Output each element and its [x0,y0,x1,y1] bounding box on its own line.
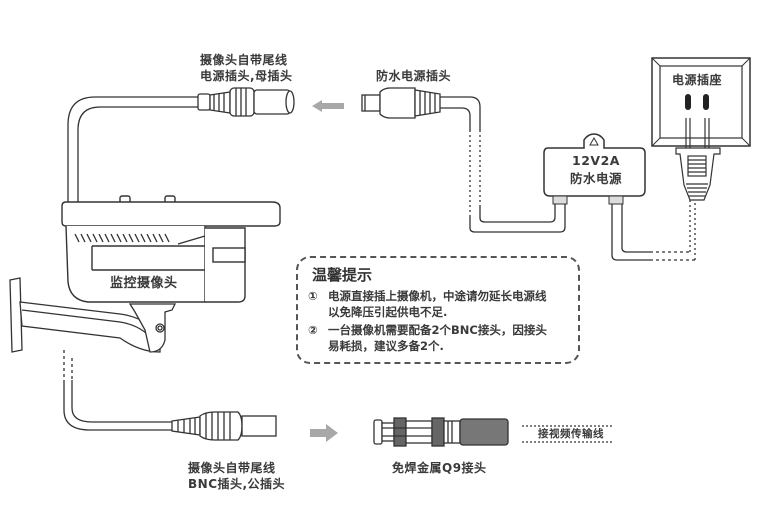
wall-bracket [9,277,177,353]
adapter-input-cable [469,130,566,233]
camera-power-tail-line1: 摄像头自带尾线 [200,53,288,67]
tips-box: 温馨提示 ① 电源直接插上摄像机，中途请勿延长电源线 以免降压引起供电不足. ②… [296,256,580,364]
tips-title: 温馨提示 [312,266,373,284]
camera-power-tail-line2: 电源插头,母插头 [200,69,293,83]
tip-item: ① 电源直接插上摄像机，中途请勿延长电源线 以免降压引起供电不足. [308,288,547,320]
power-socket [651,57,751,147]
arrow-left-icon [312,100,344,112]
tip-item: ② 一台摄像机需要配备2个BNC接头，因接头 易耗损，建议多备2个. [308,322,547,354]
camera-body [61,195,281,303]
video-cable-label: 接视频传输线 [538,428,604,440]
power-adapter [543,133,646,205]
adapter-output-cable [611,200,696,261]
waterproof-male-plug [361,87,481,130]
camera-power-tail-label: 摄像头自带尾线 电源插头,母插头 [200,52,293,84]
tip-line: 一台摄像机需要配备2个BNC接头，因接头 [328,323,547,337]
power-adapter-spec: 12V2A [572,153,620,168]
camera-bnc-tail-line2: BNC插头,公插头 [188,477,286,491]
q9-connector-label: 免焊金属Q9接头 [392,461,487,475]
dc-female-plug [197,87,295,117]
bnc-male-plug [171,411,277,441]
tip-line: 易耗损，建议多备2个. [328,339,444,353]
wall-plug [675,118,721,201]
tip-line: 电源直接插上摄像机，中途请勿延长电源线 [328,289,547,303]
video-cable [522,425,612,443]
tip-line: 以免降压引起供电不足. [328,305,448,319]
power-adapter-name: 防水电源 [569,171,622,186]
camera-bnc-tail-label: 摄像头自带尾线 BNC插头,公插头 [188,460,285,492]
power-adapter-label: 12V2A 防水电源 [556,152,636,188]
camera-bnc-cable [63,350,172,431]
camera-bnc-tail-line1: 摄像头自带尾线 [188,461,276,475]
camera-body-label: 监控摄像头 [110,276,178,291]
tip-number: ① [308,289,318,303]
q9-connector [373,417,509,447]
arrow-right-icon [310,424,338,442]
waterproof-power-plug-label: 防水电源插头 [376,69,452,83]
power-socket-label: 电源插座 [672,73,723,87]
tip-number: ② [308,323,318,337]
camera-power-cable [67,96,200,215]
camera-vents [74,233,170,243]
